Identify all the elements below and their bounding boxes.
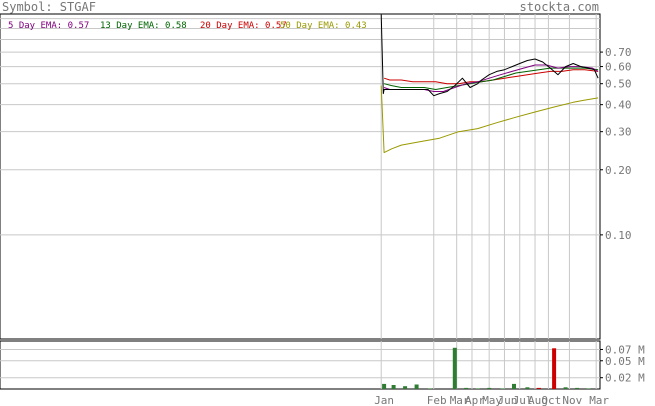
50-day-ema-line [380, 85, 599, 154]
date-axis-label: Mar [450, 394, 470, 406]
price-tick-label: 0.60 [605, 61, 632, 74]
legend-entry: 20 Day EMA: 0.57 [200, 21, 287, 31]
price-line [380, 13, 599, 97]
volume-bar [586, 388, 591, 389]
volume-panel-frame [0, 340, 601, 390]
volume-axis-ticks: 0.07 M0.05 M 0.02 M [600, 344, 645, 385]
volume-bar [525, 387, 530, 389]
date-axis-label: May [482, 394, 502, 406]
date-axis-label: Jan [374, 394, 394, 406]
legend-entry: 5 Day EMA: 0.57 [8, 21, 89, 31]
ema-legend: 5 Day EMA: 0.57 13 Day EMA: 0.58 20 Day EM… [8, 21, 367, 31]
volume-tick-label: 0.02 M [605, 372, 645, 385]
volume-bar [427, 388, 432, 389]
volume-bar [391, 385, 396, 389]
date-axis-label: Nov [562, 394, 582, 406]
date-axis-label: Feb [427, 394, 447, 406]
20-day-ema-line [383, 69, 599, 85]
date-axis-label: Jul [513, 394, 533, 406]
volume-bar [452, 347, 457, 389]
volume-bars [382, 347, 591, 389]
date-axis-label: Apr [465, 394, 485, 406]
price-tick-label: 0.40 [605, 99, 632, 112]
date-axis-label: Jun [498, 394, 518, 406]
13-day-ema-line [383, 67, 599, 90]
date-axis-label: Mar [589, 394, 609, 406]
site-label[interactable]: stockta.com [520, 0, 599, 14]
date-axis-label: Oct [541, 394, 561, 406]
symbol-label: Symbol: STGAF [2, 0, 96, 14]
price-series [380, 13, 599, 154]
price-panel-frame [0, 13, 601, 340]
volume-bar [487, 387, 492, 389]
volume-bar [403, 386, 408, 389]
price-gridlines [0, 18, 600, 236]
legend-entry: 13 Day EMA: 0.58 [100, 21, 187, 31]
volume-gridlines [0, 348, 600, 379]
legend-entry: 50 Day EMA: 0.43 [280, 21, 367, 31]
volume-tick-label: 0.05 M [605, 355, 645, 368]
volume-bar [512, 383, 516, 389]
volume-bar [563, 387, 568, 389]
volume-tick-label: 0.07 M [605, 344, 645, 357]
volume-bar [475, 388, 480, 389]
price-tick-label: 0.10 [605, 229, 632, 242]
price-tick-label: 0.20 [605, 164, 632, 177]
date-axis-label: Aug [528, 394, 548, 406]
volume-bar [464, 387, 469, 389]
price-tick-label: 0.50 [605, 78, 632, 91]
volume-bar [382, 383, 387, 389]
price-tick-label: 0.30 [605, 126, 632, 139]
volume-bar [414, 384, 419, 389]
vertical-gridlines [380, 14, 597, 389]
price-tick-label: 0.70 [605, 46, 632, 59]
volume-bar [575, 387, 580, 389]
volume-bar [536, 387, 541, 389]
price-axis-ticks: 0.70 0.60 0.50 0.40 0.30 0.20 0.10 [600, 46, 632, 242]
volume-bar [500, 388, 505, 389]
volume-bar [552, 348, 557, 389]
